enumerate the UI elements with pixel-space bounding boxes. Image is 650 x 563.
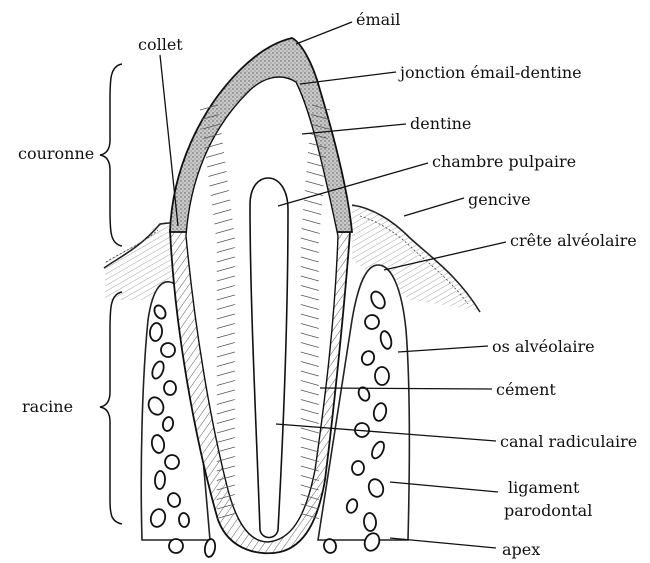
label-racine: racine <box>22 397 73 416</box>
bone-trabecula <box>375 367 389 385</box>
label-chambre: chambre pulpaire <box>432 152 576 171</box>
label-canal: canal radiculaire <box>500 432 637 451</box>
bone-trabecula <box>204 538 217 557</box>
brace-couronne <box>100 64 122 246</box>
label-ligament: ligament <box>508 478 579 497</box>
label-crete: crête alvéolaire <box>510 231 637 250</box>
bone-trabecula <box>155 471 166 489</box>
label-dentine: dentine <box>410 114 471 133</box>
label-os: os alvéolaire <box>492 337 595 356</box>
label-email: émail <box>356 10 400 29</box>
brace-racine <box>100 292 122 524</box>
bone-trabecula <box>178 513 189 528</box>
label-collet: collet <box>138 35 183 54</box>
label-cement: cément <box>496 380 556 399</box>
bone-trabecula <box>364 314 380 330</box>
label-apex: apex <box>502 540 540 559</box>
label-parodontal: parodontal <box>504 501 592 520</box>
bone-trabecula <box>363 513 377 532</box>
label-jonction: jonction émail-dentine <box>400 63 582 82</box>
bone-trabecula <box>164 381 176 395</box>
label-gencive: gencive <box>468 190 531 209</box>
label-couronne: couronne <box>18 144 94 163</box>
bone-trabecula <box>352 461 365 476</box>
